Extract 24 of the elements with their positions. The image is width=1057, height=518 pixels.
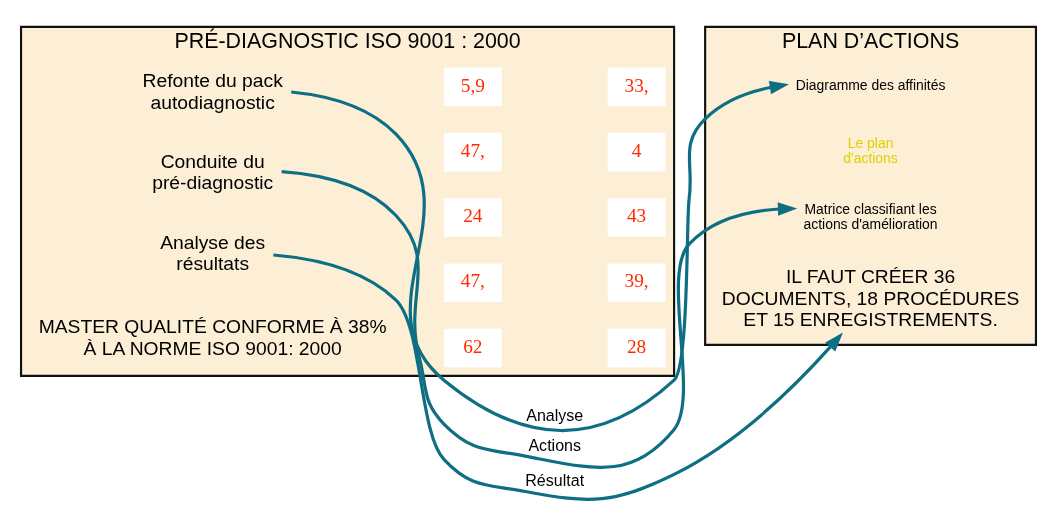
node-text: IL FAUT CRÉER 36 DOCUMENTS, 18 PROCÉDURES ET 15 ENREGISTREMENTS. <box>721 266 1020 330</box>
arrow <box>291 80 789 432</box>
label: 4 <box>631 139 642 161</box>
label: 24 <box>463 205 483 227</box>
edge-label: Résultat <box>525 471 585 490</box>
label: 39, <box>624 270 649 292</box>
arrow <box>273 253 843 501</box>
node-text: Conduite du pré-diagnostic <box>152 150 274 193</box>
label: 62 <box>463 335 483 357</box>
node-text: Matrice classifiant les actions d'amélioration <box>803 200 938 232</box>
edge-label: Analyse <box>526 405 584 424</box>
label: 47, <box>460 270 485 292</box>
label: 43 <box>627 205 647 227</box>
node-text: Analyse des résultats <box>160 231 266 275</box>
node-text: Refonte du pack autodiagnostic <box>142 70 283 113</box>
label: 33, <box>624 74 649 96</box>
label: 47, <box>460 139 485 161</box>
arrow <box>281 170 798 469</box>
node-text: Le plan d'actions <box>843 135 898 167</box>
label: 5,9 <box>460 74 485 96</box>
node-text: Diagramme des affinités <box>795 77 946 94</box>
label: 28 <box>627 335 647 357</box>
node-text: MASTER QUALITÉ CONFORME À 38% À LA NORME ISO 9001: 2000 <box>38 316 387 359</box>
edge-label: Actions <box>528 435 582 454</box>
